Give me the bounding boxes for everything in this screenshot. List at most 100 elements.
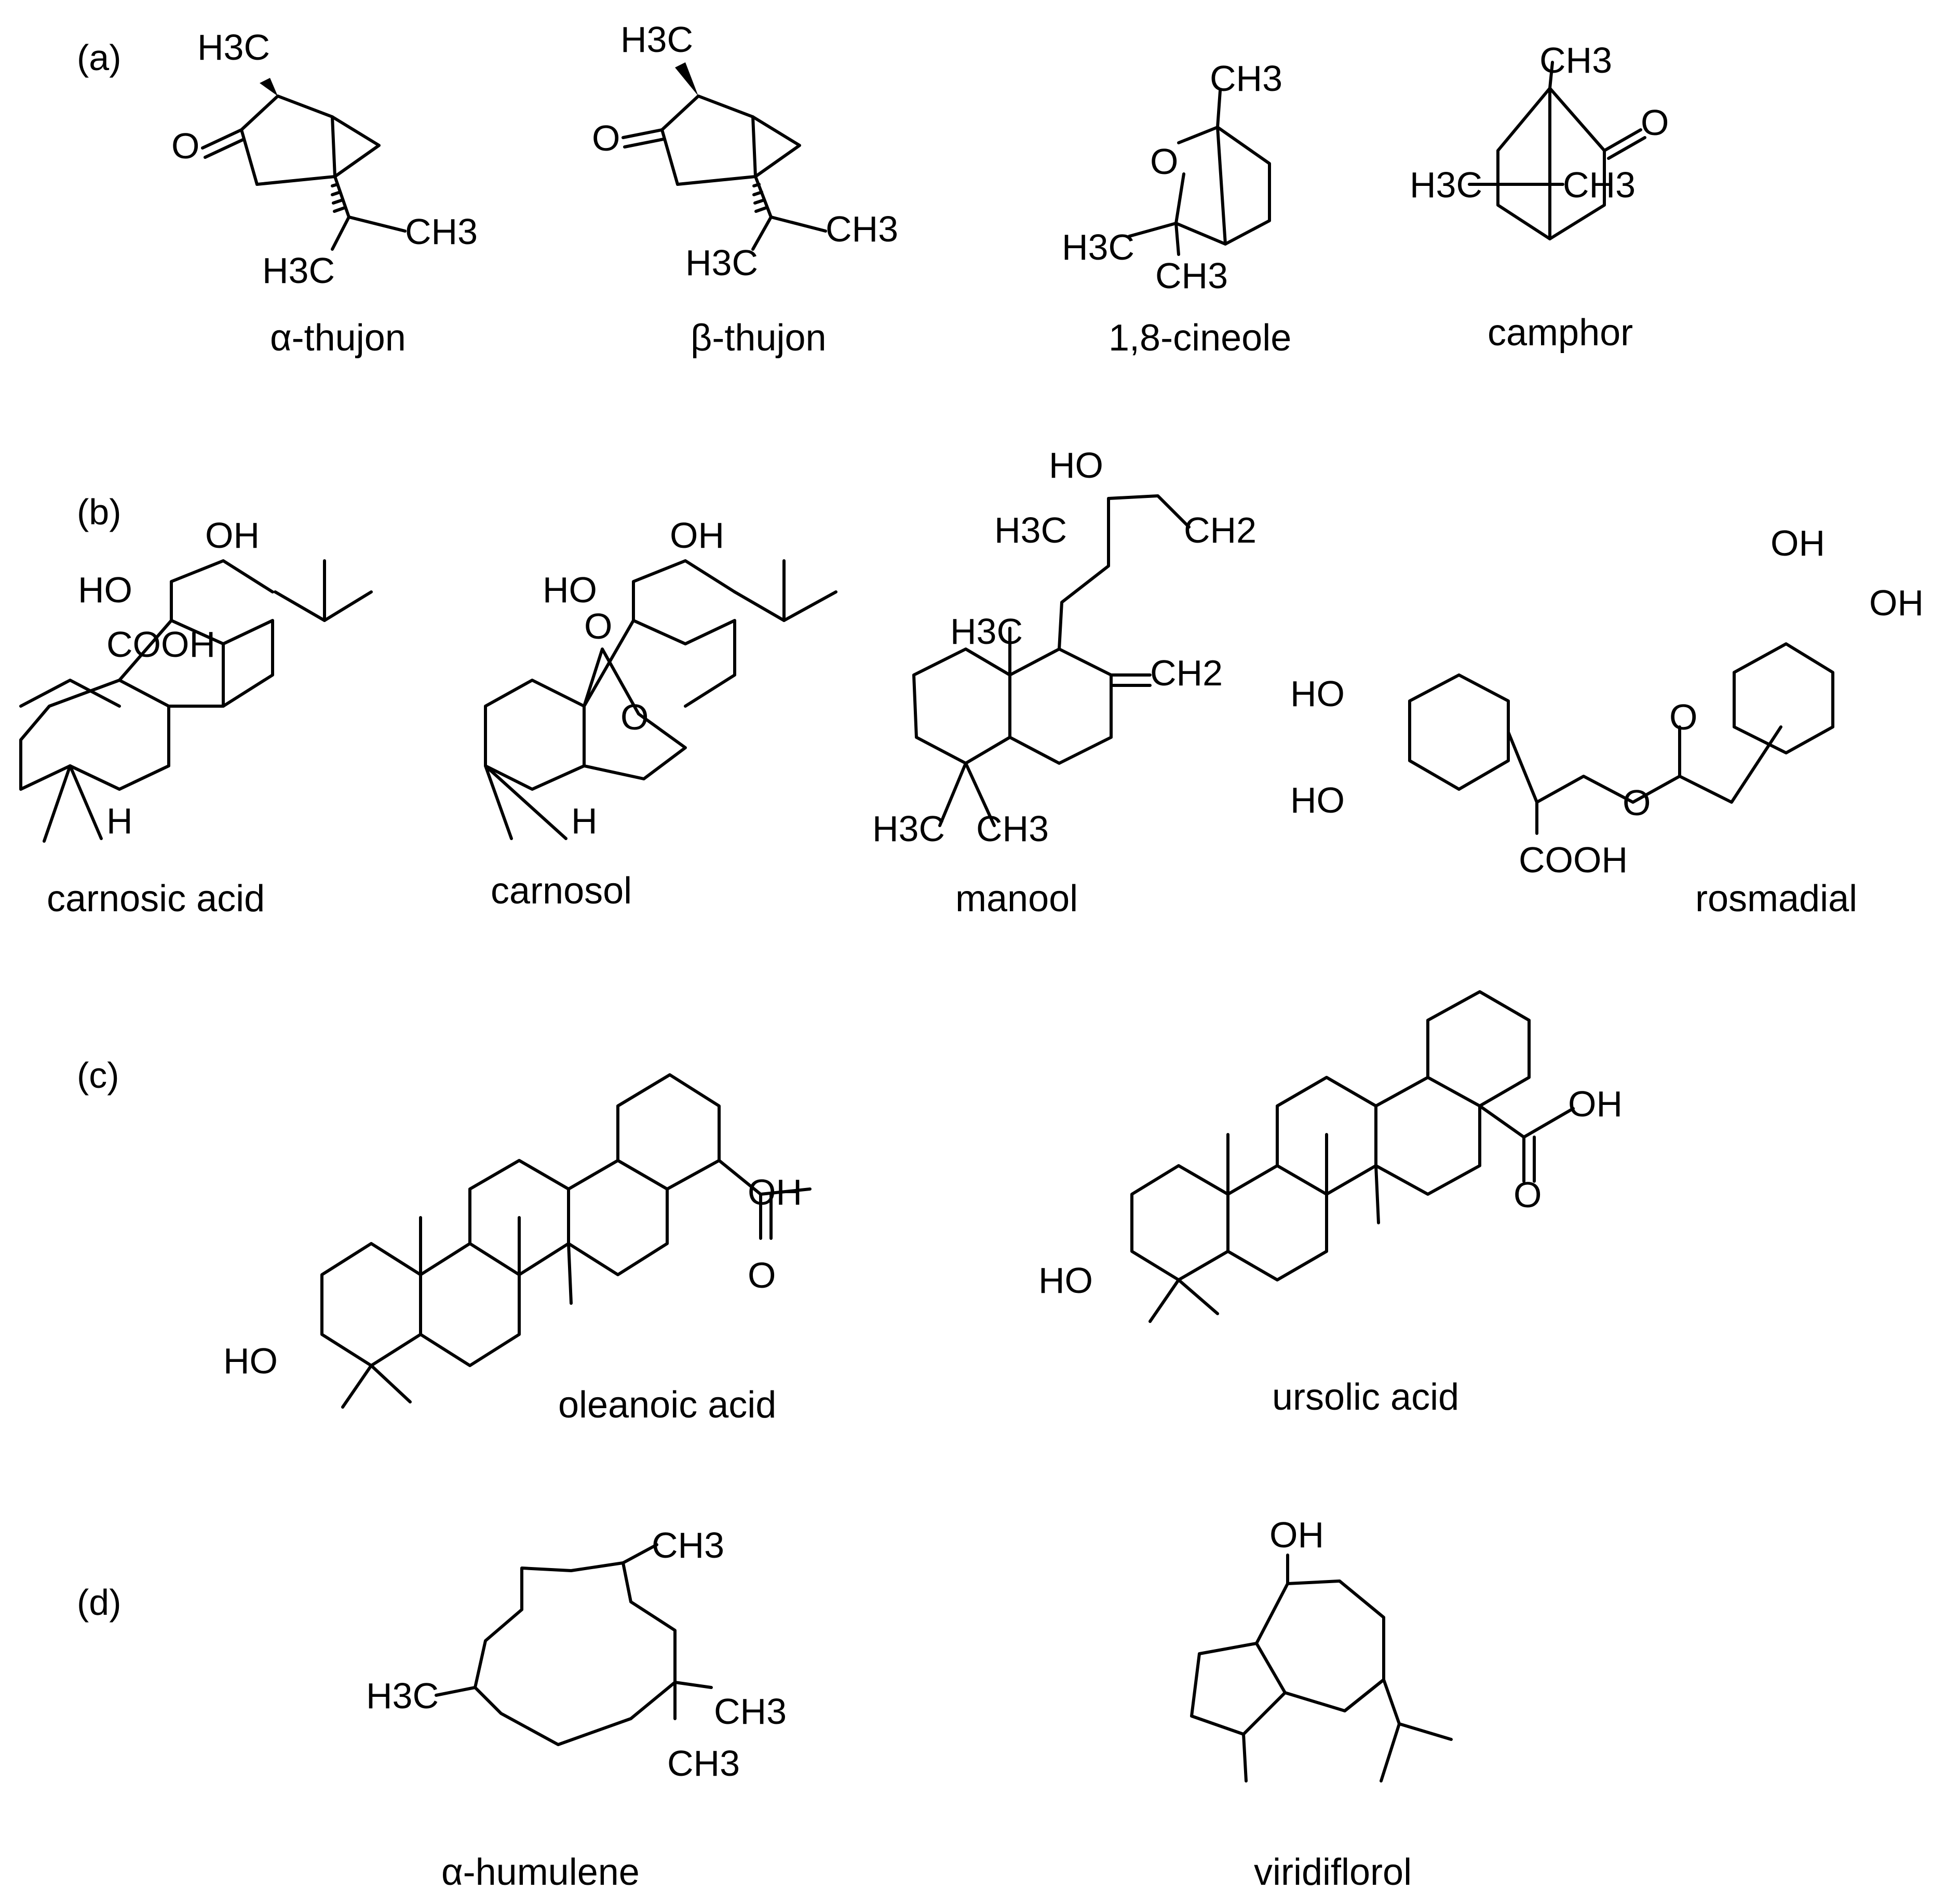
structure-alpha-thujon: O H3C CH3 H3C (171, 27, 478, 291)
caption-alpha-thujon: α-thujon (270, 317, 406, 359)
atom-label-h3c: H3C (872, 808, 945, 849)
structure-camphor: O CH3 H3C CH3 (1410, 40, 1669, 240)
atom-label-h3c: H3C (994, 510, 1067, 550)
atom-label-o: O (620, 697, 648, 737)
atom-label-ch3: CH3 (714, 1691, 787, 1732)
atom-label-oh: OH (1269, 1515, 1324, 1555)
atom-label-ch3: CH3 (1155, 255, 1228, 296)
svg-text:H3C: H3C (620, 19, 693, 60)
atom-label-h: H (106, 801, 133, 841)
caption-oleanoic-acid: oleanoic acid (558, 1384, 776, 1426)
atom-label-ch2: CH2 (1150, 653, 1223, 693)
atom-label-h3c: H3C (950, 611, 1023, 652)
svg-text:CH3: CH3 (714, 1691, 787, 1732)
svg-text:CH3: CH3 (1155, 255, 1228, 296)
atom-label-ch3: CH3 (652, 1525, 724, 1565)
atom-label-ho: HO (78, 570, 132, 610)
svg-text:H3C: H3C (366, 1676, 439, 1716)
atom-label-h3c: H3C (1062, 227, 1134, 267)
structure-rosmadial: HO HO OH OH O O COOH (1290, 523, 1924, 880)
atom-label-o: O (1623, 782, 1651, 823)
atom-label-cooh: COOH (106, 624, 215, 665)
caption-alpha-humulene: α-humulene (441, 1852, 640, 1893)
atom-label-ch3: CH3 (1210, 58, 1282, 99)
atom-label-ch2: CH2 (1184, 510, 1256, 550)
structure-carnosol: HO OH O O H (484, 515, 837, 841)
atom-label-ch3: CH3 (976, 808, 1049, 849)
atom-label-ho: HO (1038, 1260, 1093, 1301)
caption-camphor: camphor (1488, 312, 1633, 354)
atom-label-o: O (592, 118, 620, 158)
atom-label-o: O (1669, 697, 1697, 737)
atom-label-h3c: H3C (1410, 165, 1482, 205)
svg-text:H3C: H3C (950, 611, 1023, 652)
atom-label-ch3: CH3 (667, 1743, 740, 1784)
svg-text:CH3: CH3 (405, 211, 478, 252)
caption-ursolic-acid: ursolic acid (1272, 1376, 1459, 1418)
atom-label-o: O (1150, 141, 1178, 182)
structure-1-8-cineole: O CH3 H3C CH3 (1062, 58, 1282, 296)
atom-label-ho: HO (1290, 673, 1345, 714)
structure-carnosic-acid: HO OH COOH H (19, 515, 373, 843)
panel-label-a: (a) (77, 37, 121, 78)
atom-label-h3c: H3C (197, 27, 270, 67)
atom-label-ho: HO (1049, 445, 1103, 485)
svg-text:CH3: CH3 (667, 1743, 740, 1784)
atom-label-oh: OH (670, 515, 724, 556)
atom-label-oh: OH (1568, 1084, 1623, 1124)
atom-label-ch3: CH3 (1539, 40, 1612, 80)
svg-text:H3C: H3C (1410, 165, 1482, 205)
atom-label-h3c: H3C (366, 1676, 439, 1716)
atom-label-o: O (584, 606, 612, 646)
panel-label-c: (c) (77, 1055, 119, 1096)
atom-label-cooh: COOH (1519, 840, 1628, 880)
caption-1-8-cineole: 1,8-cineole (1109, 317, 1291, 359)
svg-text:CH3: CH3 (1539, 40, 1612, 80)
svg-text:H3C: H3C (994, 510, 1067, 550)
caption-viridiflorol: viridiflorol (1254, 1852, 1412, 1893)
svg-text:CH3: CH3 (1210, 58, 1282, 99)
structure-beta-thujon: O H3C CH3 H3C (592, 19, 898, 283)
caption-rosmadial: rosmadial (1695, 878, 1857, 920)
structure-manool: HO H3C CH2 H3C CH2 H3C CH3 (872, 445, 1256, 849)
svg-text:CH2: CH2 (1184, 510, 1256, 550)
svg-text:CH2: CH2 (1150, 653, 1223, 693)
caption-manool: manool (955, 878, 1078, 920)
atom-label-h3c: H3C (685, 242, 758, 283)
atom-label-o: O (748, 1255, 776, 1295)
caption-carnosic-acid: carnosic acid (47, 878, 265, 920)
structure-ursolic-acid: HO OH O (1038, 990, 1623, 1323)
atom-label-ch3: CH3 (1563, 165, 1636, 205)
panel-label-b: (b) (77, 492, 121, 532)
svg-text:H3C: H3C (872, 808, 945, 849)
caption-beta-thujon: β-thujon (691, 317, 827, 359)
atom-label-ho: HO (223, 1341, 278, 1381)
atom-label-ch3: CH3 (826, 209, 898, 249)
svg-text:CH3: CH3 (652, 1525, 724, 1565)
atom-label-oh: OH (748, 1172, 802, 1212)
atom-label-h3c: H3C (262, 250, 335, 291)
panel-label-d: (d) (77, 1582, 121, 1623)
structure-viridiflorol: OH (1190, 1515, 1453, 1783)
atom-label-ch3: CH3 (405, 211, 478, 252)
atom-label-o: O (1513, 1174, 1542, 1215)
atom-label-o: O (1641, 102, 1669, 143)
atom-label-h: H (571, 801, 598, 841)
structure-oleanoic-acid: HO OH O (223, 1073, 812, 1409)
atom-label-oh: OH (1869, 583, 1924, 623)
svg-text:H3C: H3C (262, 250, 335, 291)
svg-text:CH3: CH3 (826, 209, 898, 249)
svg-text:CH3: CH3 (976, 808, 1049, 849)
caption-carnosol: carnosol (491, 870, 632, 912)
atom-label-h3c: H3C (620, 19, 693, 60)
svg-text:H3C: H3C (685, 242, 758, 283)
svg-text:H3C: H3C (1062, 227, 1134, 267)
atom-label-oh: OH (205, 515, 260, 556)
svg-text:H3C: H3C (197, 27, 270, 67)
atom-label-ho: HO (1290, 780, 1345, 820)
structure-alpha-humulene: CH3 H3C CH3 CH3 (366, 1525, 787, 1784)
atom-label-o: O (171, 126, 199, 166)
atom-label-ho: HO (543, 570, 597, 610)
